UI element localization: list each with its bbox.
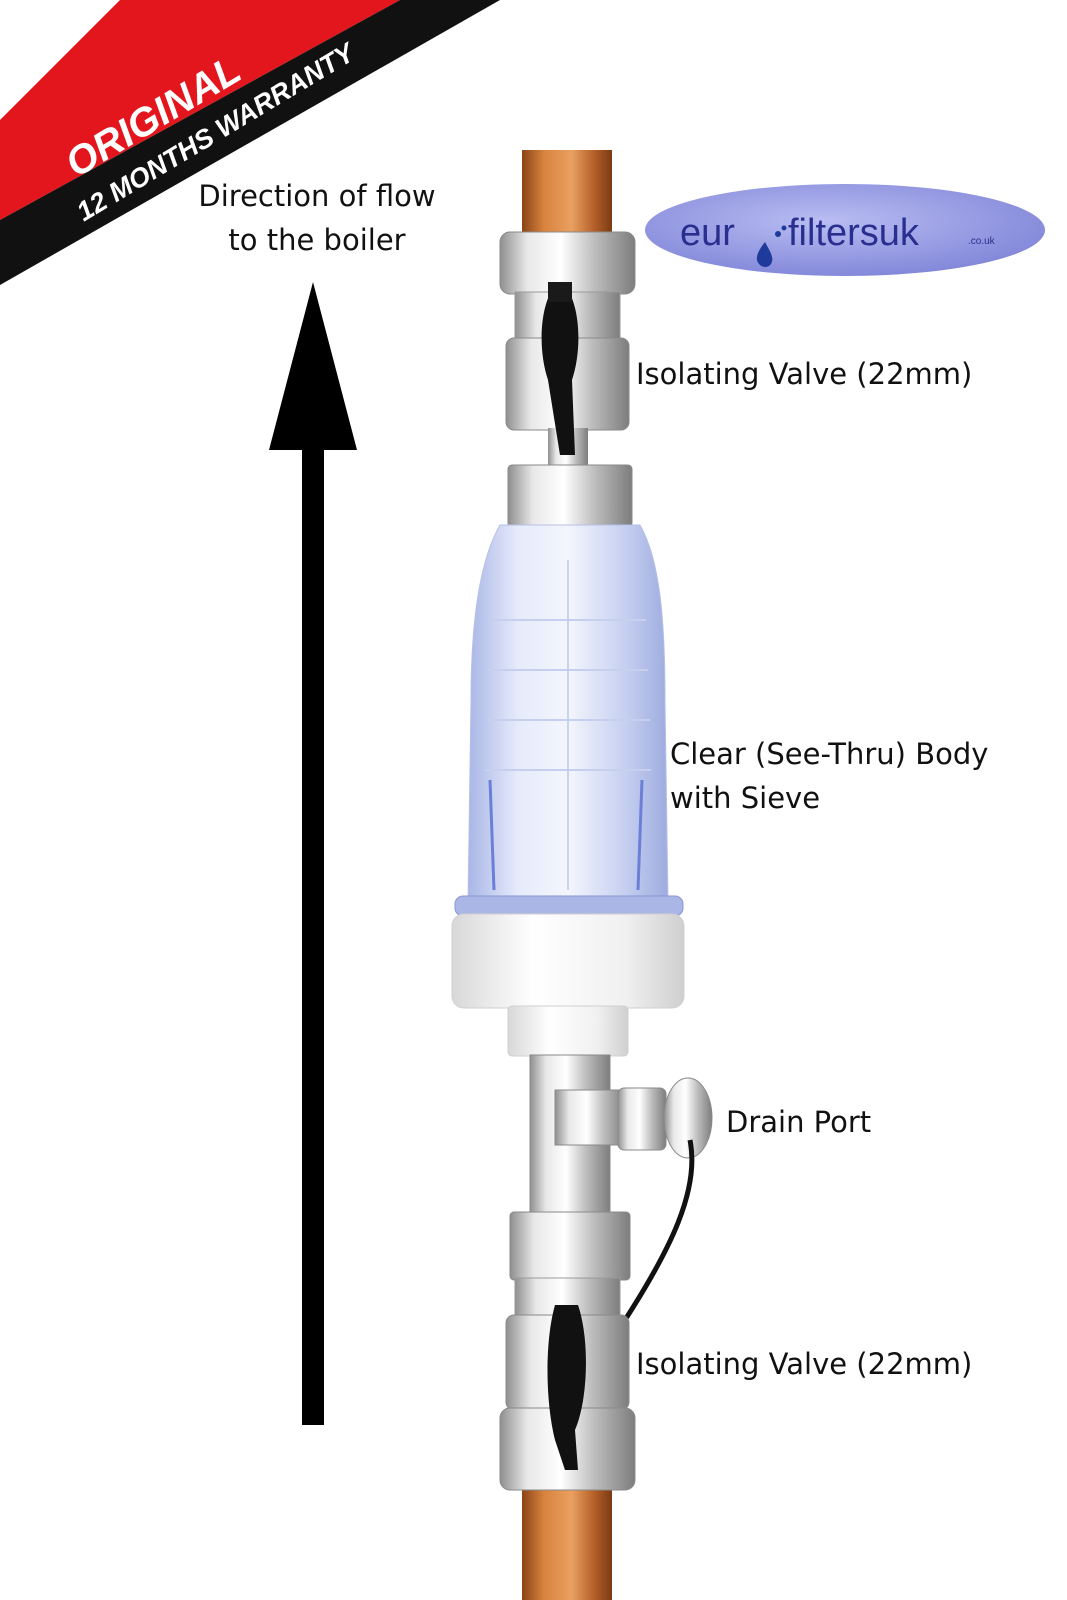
isolating-valve-bottom (499, 1277, 636, 1491)
label-clear-body-line1: Clear (See-Thru) Body (670, 737, 989, 771)
copper-pipe-bottom (522, 1490, 612, 1600)
eurofilters-logo: eur filtersuk .co.uk (645, 184, 1045, 276)
drain-port-tee (529, 1054, 713, 1322)
flow-arrow-icon (269, 282, 357, 1425)
flow-direction-caption: Direction of flow to the boiler (182, 174, 452, 262)
logo-text-right: filtersuk (788, 212, 920, 254)
hex-nut-top (507, 464, 633, 528)
logo-suffix: .co.uk (968, 236, 996, 247)
flow-caption-line1: Direction of flow (198, 179, 436, 213)
label-clear-body-line2: with Sieve (670, 781, 821, 815)
label-drain-port: Drain Port (726, 1105, 872, 1139)
white-cap (451, 913, 685, 1057)
label-isolating-valve-bottom: Isolating Valve (22mm) (636, 1347, 973, 1381)
label-clear-body: Clear (See-Thru) Body with Sieve (670, 732, 988, 820)
clear-filter-body (454, 524, 684, 917)
water-drop-icon (756, 242, 773, 268)
logo-text-left: eur (680, 212, 735, 254)
hex-nut-bottom (509, 1211, 631, 1281)
label-isolating-valve-top: Isolating Valve (22mm) (636, 357, 973, 391)
isolating-valve-top (499, 231, 636, 468)
flow-caption-line2: to the boiler (228, 223, 406, 257)
